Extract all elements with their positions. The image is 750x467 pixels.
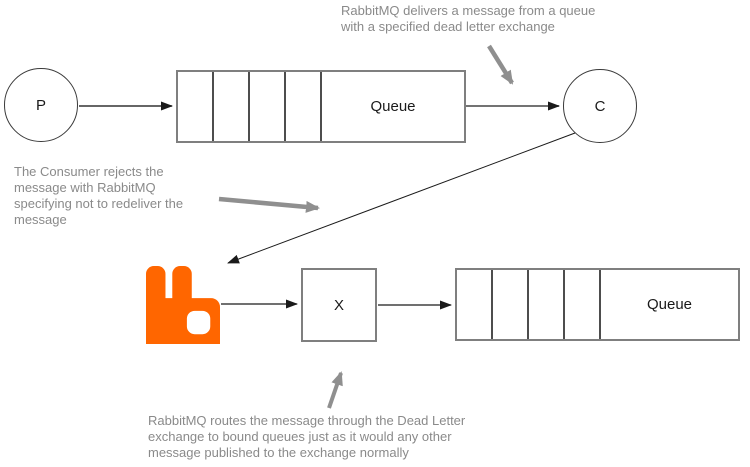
note-pointer-top-arrow	[487, 44, 514, 85]
queue-segment	[250, 72, 286, 141]
note-consumer-reject: The Consumer rejects the message with Ra…	[14, 164, 183, 228]
note-pointer-bottom-arrow	[327, 371, 343, 409]
rabbitmq-logo-cutout	[186, 310, 211, 335]
note-line: message	[14, 212, 67, 227]
note-line: with a specified dead letter exchange	[341, 19, 555, 34]
consumer-label: C	[594, 97, 606, 115]
producer-label: P	[35, 96, 46, 114]
consumer-node: C	[563, 69, 637, 143]
queue-segment	[178, 72, 214, 141]
note-dead-letter-delivery: RabbitMQ delivers a message from a queue…	[341, 3, 595, 35]
queue-segment	[214, 72, 250, 141]
note-line: specifying not to redeliver the	[14, 196, 184, 211]
queue-segment	[457, 270, 493, 339]
queue-segment	[529, 270, 565, 339]
exchange-label: X	[333, 296, 344, 314]
arrow-consumer-to-broker	[227, 132, 576, 264]
queue-top-label: Queue	[370, 98, 416, 115]
queue-segment	[286, 72, 322, 141]
note-pointer-left-arrow	[218, 196, 320, 213]
note-line: message with RabbitMQ	[14, 180, 156, 195]
rabbitmq-logo-shape	[146, 266, 220, 344]
note-line: The Consumer rejects the	[14, 164, 164, 179]
queue-segment	[565, 270, 601, 339]
rabbitmq-logo-icon	[146, 266, 220, 344]
queue-segment	[493, 270, 529, 339]
queue-top-node: Queue	[176, 70, 466, 143]
note-line: exchange to bound queues just as it woul…	[148, 429, 452, 444]
note-line: message published to the exchange normal…	[148, 445, 409, 460]
queue-bottom-label: Queue	[646, 296, 693, 313]
note-line: RabbitMQ routes the message through the …	[148, 413, 466, 428]
exchange-node: X	[301, 268, 377, 342]
queue-bottom-node: Queue	[455, 268, 740, 341]
note-line: RabbitMQ delivers a message from a queue	[341, 3, 596, 18]
note-dead-letter-routing: RabbitMQ routes the message through the …	[148, 413, 465, 461]
producer-node: P	[4, 68, 78, 142]
